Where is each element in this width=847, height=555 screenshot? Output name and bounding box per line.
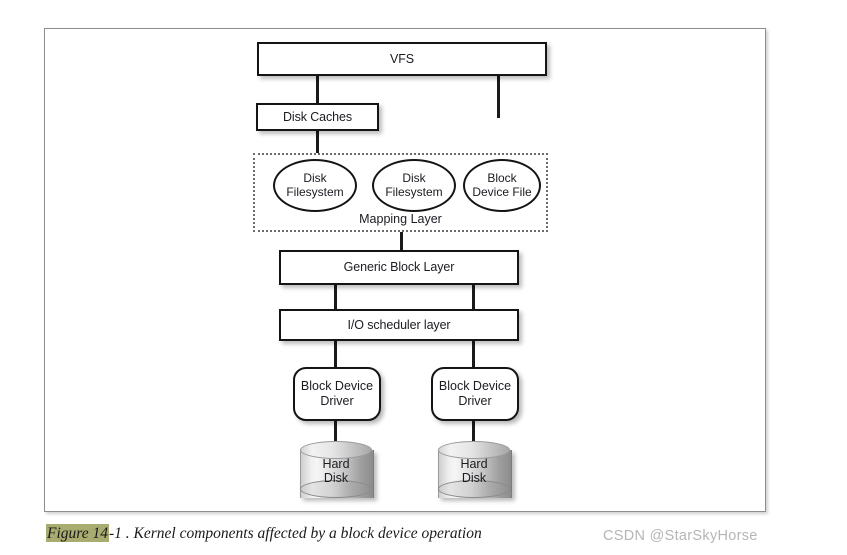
node-disk-filesystem-2-label: Disk Filesystem	[385, 170, 443, 199]
figure-caption-text: -1 . Kernel components affected by a blo…	[109, 525, 482, 542]
node-block-device-file[interactable]: Block Device File	[463, 159, 541, 212]
node-block-device-driver-2-label: Block Device Driver	[438, 379, 512, 408]
node-block-device-file-label: Block Device File	[472, 170, 532, 199]
figure-caption: Figure 14-1 . Kernel components affected…	[46, 524, 482, 543]
node-disk-caches[interactable]: Disk Caches	[256, 103, 379, 131]
node-block-device-driver-2[interactable]: Block Device Driver	[431, 367, 519, 421]
connector-driver-to-disk-right	[472, 421, 475, 451]
node-disk-filesystem-2[interactable]: Disk Filesystem	[372, 159, 456, 212]
node-block-device-driver-1-label: Block Device Driver	[300, 379, 374, 408]
connector-io-to-driver-right	[472, 341, 475, 369]
connector-io-to-driver-left	[334, 341, 337, 369]
connector-vfs-to-disk-caches	[316, 76, 319, 104]
connector-generic-to-io-right	[472, 285, 475, 309]
hard-disk-2-top	[438, 441, 510, 459]
mapping-layer-label: Mapping Layer	[359, 212, 442, 226]
hard-disk-1-label: Hard Disk	[322, 457, 350, 486]
node-block-device-driver-1[interactable]: Block Device Driver	[293, 367, 381, 421]
hard-disk-1-bottom	[300, 480, 372, 498]
node-disk-filesystem-1[interactable]: Disk Filesystem	[273, 159, 357, 212]
mapping-layer-group	[253, 153, 548, 232]
hard-disk-2-label: Hard Disk	[460, 457, 488, 486]
node-io-scheduler-layer[interactable]: I/O scheduler layer	[279, 309, 519, 341]
node-hard-disk-2[interactable]: Hard Disk	[438, 441, 512, 507]
connector-disk-caches-to-mapping	[316, 131, 319, 153]
node-vfs[interactable]: VFS	[257, 42, 547, 76]
figure-frame: VFS Disk Caches Disk Filesystem Disk Fil…	[44, 28, 766, 512]
connector-mapping-to-generic-block-layer	[400, 232, 403, 250]
watermark: CSDN @StarSkyHorse	[603, 528, 758, 544]
node-hard-disk-1[interactable]: Hard Disk	[300, 441, 374, 507]
connector-driver-to-disk-left	[334, 421, 337, 451]
figure-caption-number: Figure 14	[46, 524, 109, 542]
hard-disk-2-bottom	[438, 480, 510, 498]
hard-disk-1-top	[300, 441, 372, 459]
connector-vfs-to-block-device-file	[497, 76, 500, 118]
node-generic-block-layer[interactable]: Generic Block Layer	[279, 250, 519, 285]
node-disk-filesystem-1-label: Disk Filesystem	[286, 170, 344, 199]
connector-generic-to-io-left	[334, 285, 337, 309]
